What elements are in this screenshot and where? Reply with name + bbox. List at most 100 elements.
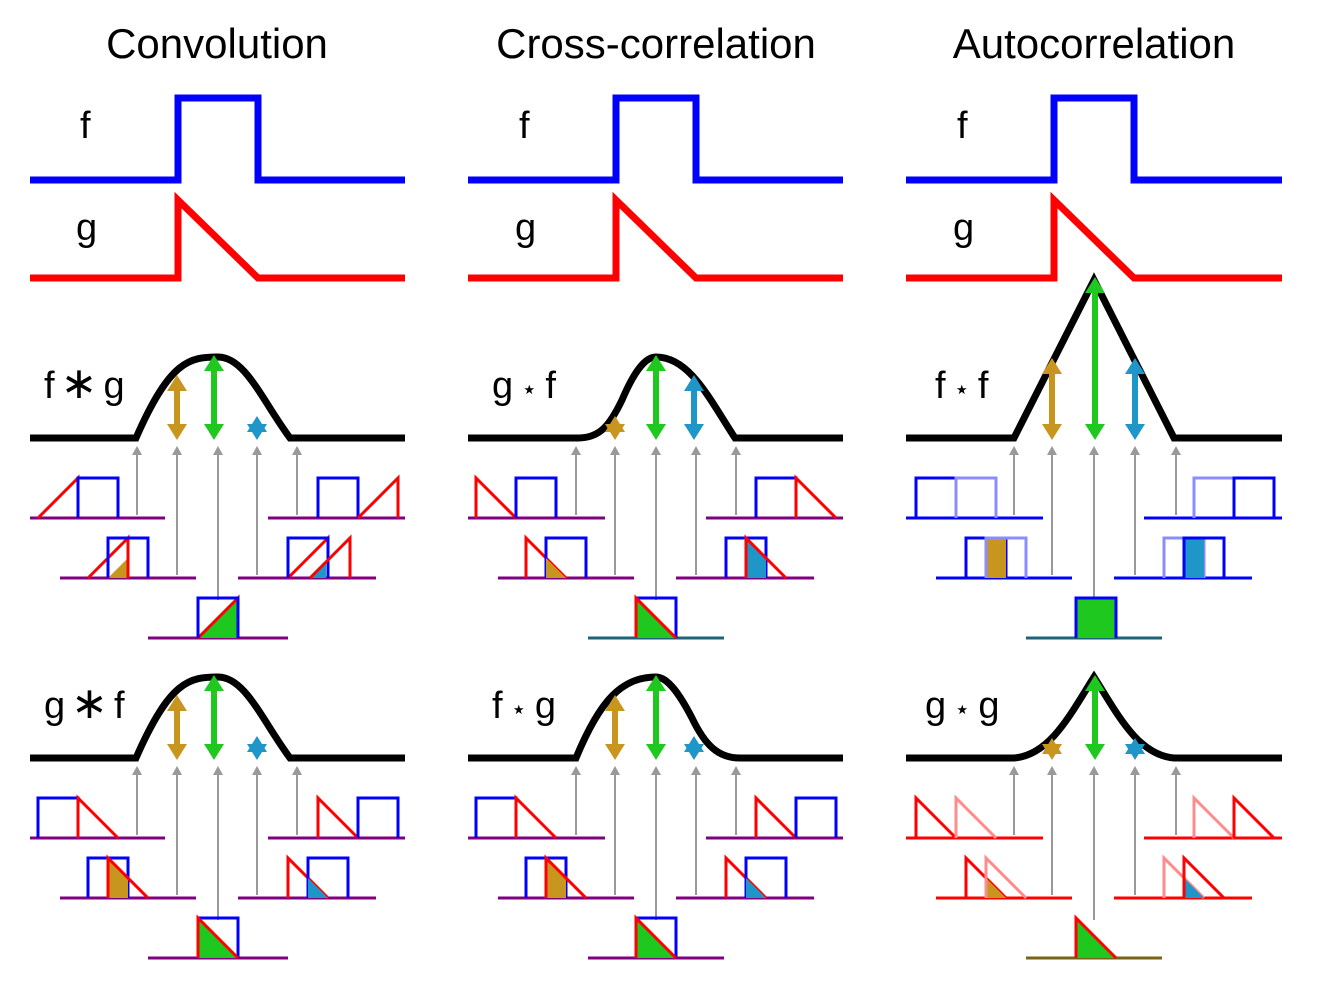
- snapshot-g-ramp: [514, 794, 558, 840]
- result-curve: [30, 353, 405, 442]
- snapshot-g-ramp: [744, 534, 788, 580]
- snapshot-g-ramp: [1192, 794, 1236, 840]
- title-autocorrelation: Autocorrelation: [953, 20, 1236, 67]
- svg-text:f⋆f: f⋆f: [935, 365, 989, 407]
- snapshot-g-ramp: [356, 474, 400, 520]
- svg-text:f⋆g: f⋆g: [492, 685, 556, 727]
- pointer-arrow: [651, 766, 661, 920]
- arrow-head-up: [1042, 358, 1062, 374]
- svg-text:g⋆g: g⋆g: [925, 685, 1000, 727]
- pointer-arrow: [571, 446, 581, 515]
- snapshot-f-rect: [474, 796, 518, 838]
- f-rect-signal: [30, 94, 405, 184]
- pointer-head: [651, 446, 661, 455]
- op-operand-b: g: [103, 365, 124, 407]
- snapshot-g-ramp: [544, 854, 588, 900]
- snapshot-g-ramp: [634, 594, 678, 640]
- pointer-head: [1009, 446, 1019, 455]
- pointer-head: [213, 446, 223, 455]
- g-ramp-signal: [30, 191, 405, 282]
- arrow-center-value: [204, 675, 224, 760]
- arrow-right-value: [684, 375, 704, 440]
- op-operand-a: f: [935, 365, 946, 407]
- op-operand-a: f: [44, 365, 55, 407]
- pointer-arrow: [691, 766, 701, 895]
- snapshot-g-ramp: [954, 794, 998, 840]
- pointer-head: [292, 766, 302, 775]
- overlap-snapshots: [30, 474, 1282, 960]
- op-operand-b: g: [535, 685, 556, 727]
- op-symbol: ⋆: [521, 374, 537, 404]
- snapshot-f-rect: [1074, 596, 1118, 638]
- arrow-head-down: [1085, 744, 1105, 760]
- snapshot-f-rect: [36, 796, 80, 838]
- snapshot-f-rect: [106, 536, 150, 578]
- pointer-head: [571, 446, 581, 455]
- pointer-arrow: [252, 766, 262, 895]
- pointer-arrow: [172, 766, 182, 895]
- arrow-left-value: [167, 695, 187, 760]
- pointer-head: [172, 446, 182, 455]
- pointer-head: [610, 766, 620, 775]
- pointer-head: [252, 446, 262, 455]
- arrow-left-value: [1042, 358, 1062, 440]
- pointer-head: [292, 446, 302, 455]
- snapshot-f-rect: [76, 476, 120, 518]
- arrow-head-down: [247, 744, 267, 760]
- pointer-arrow: [1130, 766, 1140, 895]
- snapshot-g-ramp: [984, 854, 1028, 900]
- f-label: f: [519, 105, 530, 147]
- arrow-head-down: [167, 424, 187, 440]
- title-convolution: Convolution: [106, 20, 328, 67]
- pointer-head: [1089, 766, 1099, 775]
- pointer-head: [132, 446, 142, 455]
- arrow-right-value: [247, 416, 267, 440]
- arrow-head-up: [646, 675, 666, 691]
- pointer-arrow: [1047, 446, 1057, 575]
- value-arrows: [167, 277, 1145, 760]
- svg-text:g∗f: g∗f: [44, 679, 125, 728]
- op-operand-a: g: [925, 685, 946, 727]
- pointer-arrow: [571, 766, 581, 835]
- snapshot-f-rect: [984, 536, 1028, 578]
- snapshot-g-ramp: [106, 854, 150, 900]
- g-ramp-signal: [468, 191, 843, 282]
- pointer-arrow: [610, 766, 620, 895]
- pointer-arrow: [1047, 766, 1057, 895]
- pointer-arrow: [213, 446, 223, 600]
- arrow-head-up: [167, 695, 187, 711]
- snapshot-g-ramp: [36, 474, 80, 520]
- snapshot-g-ramp: [1074, 914, 1118, 960]
- pointer-arrow: [731, 446, 741, 515]
- f-label: f: [80, 105, 91, 147]
- snapshot-overlap-area: [546, 558, 566, 578]
- arrow-head-up: [646, 355, 666, 371]
- arrow-head-up: [204, 355, 224, 371]
- arrow-head-up: [1085, 277, 1105, 293]
- snapshot-f-rect: [514, 476, 558, 518]
- pointer-arrow: [691, 446, 701, 575]
- op-operand-b: g: [978, 685, 999, 727]
- pointer-arrow: [172, 446, 182, 575]
- pointer-arrow: [1171, 766, 1181, 835]
- snapshot-g-ramp: [76, 794, 120, 840]
- snapshot-f-rect: [1232, 476, 1276, 518]
- result-curve: [30, 673, 405, 762]
- pointer-head: [1171, 766, 1181, 775]
- arrow-head-down: [646, 424, 666, 440]
- pointer-head: [1047, 766, 1057, 775]
- snapshot-g-ramp: [754, 794, 798, 840]
- arrow-right-value: [1125, 358, 1145, 440]
- arrow-center-value: [646, 675, 666, 760]
- arrow-head-up: [1085, 675, 1105, 691]
- pointer-head: [213, 766, 223, 775]
- pointer-arrows: [132, 446, 1181, 920]
- pointer-arrow: [213, 766, 223, 920]
- arrow-head-down: [167, 744, 187, 760]
- svg-text:f∗g: f∗g: [44, 359, 125, 408]
- pointer-arrow: [1009, 766, 1019, 835]
- pointer-head: [1171, 446, 1181, 455]
- snapshot-g-ramp: [914, 794, 958, 840]
- snapshot-overlap-area: [546, 858, 566, 898]
- op-operand-b: f: [978, 365, 989, 407]
